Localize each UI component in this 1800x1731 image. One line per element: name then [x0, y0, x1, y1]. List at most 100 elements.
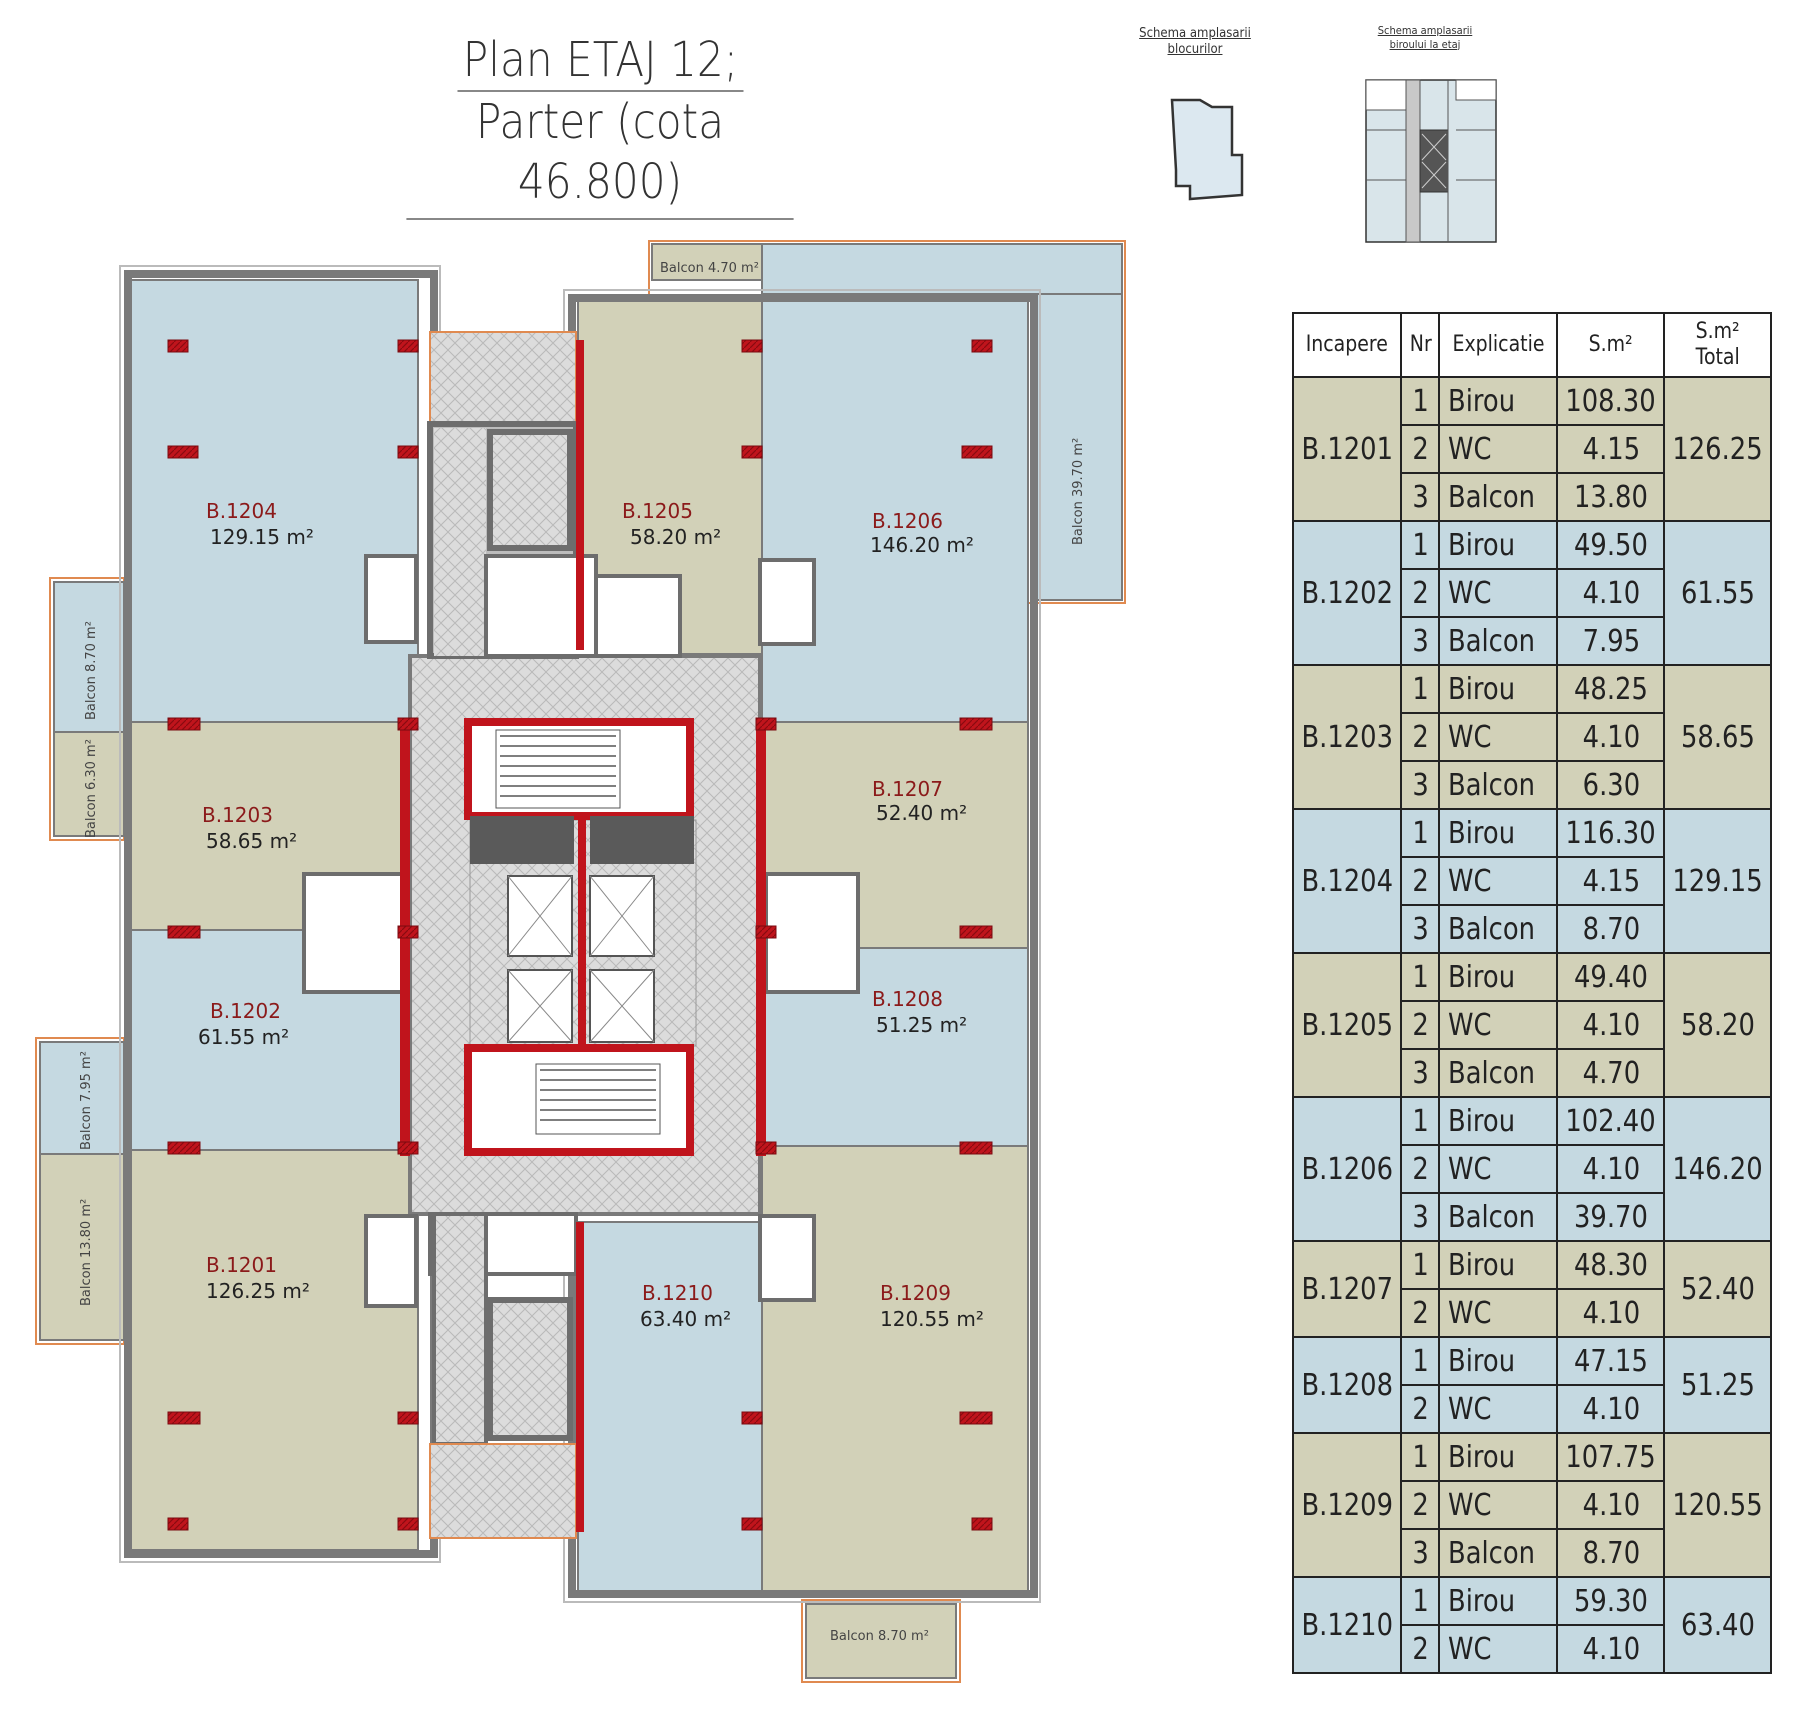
- balconies: [35, 240, 1126, 1683]
- table-area-cell: 49.40: [1556, 952, 1666, 1002]
- table-nr-cell: 2: [1400, 1288, 1441, 1338]
- table-area-cell: 13.80: [1556, 472, 1666, 522]
- schema-office-line-1: Schema amplasarii: [1377, 24, 1473, 37]
- table-area-cell: 8.70: [1556, 904, 1666, 954]
- table-expl-cell: Birou: [1438, 808, 1559, 858]
- room-b1204-area: 129.15 m²: [210, 525, 314, 549]
- table-nr-cell: 1: [1400, 520, 1441, 570]
- table-nr-cell: 2: [1400, 568, 1441, 618]
- table-nr-cell: 2: [1400, 424, 1441, 474]
- table-expl-cell: WC: [1438, 1624, 1559, 1674]
- table-expl-cell: Balcon: [1438, 472, 1559, 522]
- table-expl-cell: Birou: [1438, 1096, 1559, 1146]
- table-nr-cell: 3: [1400, 760, 1441, 810]
- room-b1207-code: B.1207: [872, 777, 943, 801]
- table-total-cell: 126.25: [1663, 376, 1773, 522]
- table-nr-cell: 3: [1400, 904, 1441, 954]
- table-area-cell: 8.70: [1556, 1528, 1666, 1578]
- header-room: Incapere: [1291, 312, 1403, 378]
- table-nr-cell: 1: [1400, 1432, 1441, 1482]
- schema-office-line-2: biroului la etaj: [1389, 37, 1461, 51]
- table-total-cell: 129.15: [1663, 808, 1773, 954]
- table-nr-cell: 3: [1400, 1528, 1441, 1578]
- table-area-cell: 4.10: [1556, 1384, 1666, 1434]
- header-nr: Nr: [1400, 312, 1441, 378]
- table-expl-cell: WC: [1438, 1288, 1559, 1338]
- table-area-cell: 108.30: [1556, 376, 1666, 426]
- title-line-1: Plan ETAJ 12;: [457, 30, 743, 92]
- table-area-cell: 4.10: [1556, 1000, 1666, 1050]
- table-room-cell: B.1209: [1291, 1432, 1403, 1578]
- table-area-cell: 47.15: [1556, 1336, 1666, 1386]
- balcony-labels: Balcon 4.70 m² Balcon 8.70 m² Balcon 39.…: [79, 261, 1086, 1644]
- room-b1208-area: 51.25 m²: [876, 1013, 967, 1037]
- table-area-cell: 4.10: [1556, 1624, 1666, 1674]
- table-room-cell: B.1203: [1291, 664, 1403, 810]
- table-total-cell: 146.20: [1663, 1096, 1773, 1242]
- table-expl-cell: WC: [1438, 1384, 1559, 1434]
- room-b1210-code: B.1210: [642, 1281, 713, 1305]
- room-b1202-area: 61.55 m²: [198, 1025, 289, 1049]
- table-expl-cell: Birou: [1438, 1240, 1559, 1290]
- table-area-cell: 7.95: [1556, 616, 1666, 666]
- table-expl-cell: Balcon: [1438, 760, 1559, 810]
- room-b1209-code: B.1209: [880, 1281, 951, 1305]
- room-labels: B.1204 129.15 m² B.1203 58.65 m² B.1202 …: [198, 499, 984, 1331]
- table-area-cell: 4.70: [1556, 1048, 1666, 1098]
- table-area-cell: 4.10: [1556, 712, 1666, 762]
- table-nr-cell: 3: [1400, 472, 1441, 522]
- table-nr-cell: 1: [1400, 952, 1441, 1002]
- table-room-cell: B.1206: [1291, 1096, 1403, 1242]
- room-b1204-fill: [130, 279, 419, 723]
- room-b1203-code: B.1203: [202, 803, 273, 827]
- table-expl-cell: WC: [1438, 712, 1559, 762]
- table-room-cell: B.1207: [1291, 1240, 1403, 1338]
- table-total-cell: 58.20: [1663, 952, 1773, 1098]
- table-nr-cell: 1: [1400, 664, 1441, 714]
- side-wc-blocks: [302, 872, 860, 994]
- table-expl-cell: Birou: [1438, 520, 1559, 570]
- table-total-cell: 51.25: [1663, 1336, 1773, 1434]
- room-b1207-area: 52.40 m²: [876, 801, 967, 825]
- table-expl-cell: WC: [1438, 1480, 1559, 1530]
- header-area: S.m²: [1556, 312, 1666, 378]
- table-expl-cell: Birou: [1438, 1576, 1559, 1626]
- room-b1204-code: B.1204: [206, 499, 277, 523]
- table-area-cell: 4.10: [1556, 1480, 1666, 1530]
- table-expl-cell: WC: [1438, 1144, 1559, 1194]
- room-b1209-area: 120.55 m²: [880, 1307, 984, 1331]
- table-expl-cell: Balcon: [1438, 904, 1559, 954]
- table-area-cell: 102.40: [1556, 1096, 1666, 1146]
- table-nr-cell: 2: [1400, 1384, 1441, 1434]
- table-expl-cell: Birou: [1438, 376, 1559, 426]
- schema-blocks-caption: Schema amplasarii blocurilor: [1120, 26, 1270, 59]
- table-nr-cell: 2: [1400, 856, 1441, 906]
- table-total-cell: 63.40: [1663, 1576, 1773, 1674]
- table-area-cell: 39.70: [1556, 1192, 1666, 1242]
- table-area-cell: 48.30: [1556, 1240, 1666, 1290]
- table-nr-cell: 1: [1400, 1336, 1441, 1386]
- table-expl-cell: WC: [1438, 568, 1559, 618]
- title-line-2: Parter (cota 46.800): [406, 92, 794, 220]
- table-room-cell: B.1208: [1291, 1336, 1403, 1434]
- room-b1205-area: 58.20 m²: [630, 525, 721, 549]
- room-b1206-code: B.1206: [872, 509, 943, 533]
- room-b1203-area: 58.65 m²: [206, 829, 297, 853]
- table-total-cell: 52.40: [1663, 1240, 1773, 1338]
- table-total-cell: 120.55: [1663, 1432, 1773, 1578]
